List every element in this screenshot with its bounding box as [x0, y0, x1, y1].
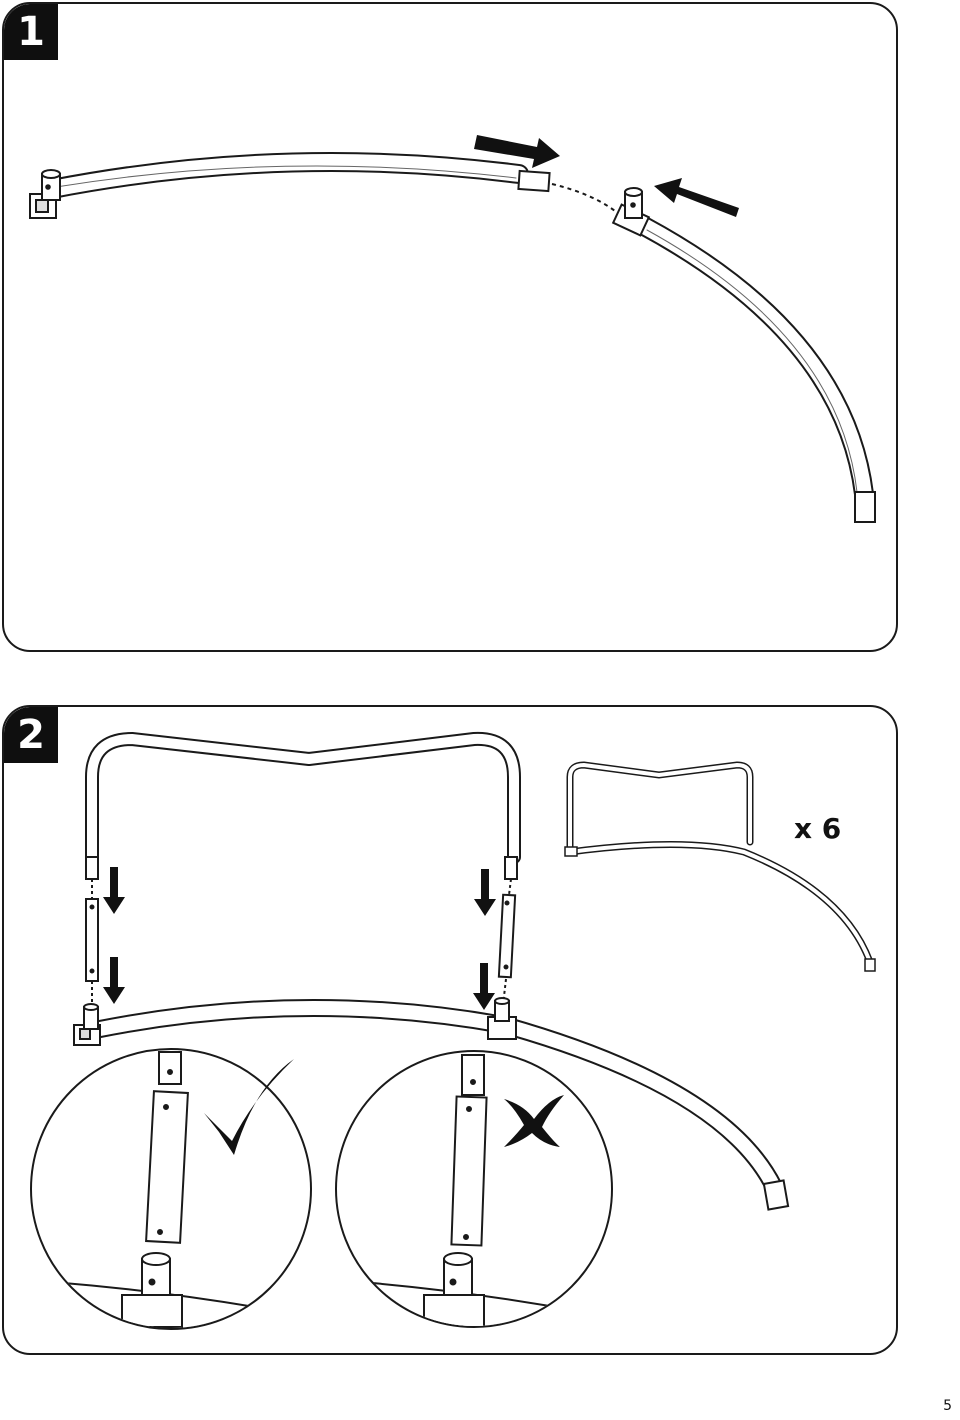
- arrow-icon: [474, 869, 496, 916]
- assembled-frame-reference: [564, 761, 876, 972]
- tube-end-cap: [762, 1179, 790, 1211]
- tube-end-cap: [854, 491, 876, 523]
- cross-icon: [504, 1095, 564, 1147]
- step-2-illustration: [30, 731, 876, 1330]
- pole-segment-right: [497, 856, 518, 1006]
- arrow-icon: [103, 957, 125, 1004]
- arrow-icon: [103, 867, 125, 914]
- t-connector-left: [29, 169, 61, 219]
- step-1-panel: 1: [2, 2, 898, 652]
- t-connector-middle: [487, 997, 517, 1040]
- curved-tube-left: [42, 152, 529, 199]
- quantity-label: x 6: [794, 812, 842, 845]
- arrow-icon: [654, 178, 739, 217]
- detail-circle-correct: [30, 1048, 312, 1330]
- arrow-icon: [474, 135, 560, 168]
- u-frame: [85, 731, 521, 864]
- tube-sleeve: [517, 169, 551, 193]
- page-number: 5: [943, 1398, 952, 1414]
- pole-segment-left: [85, 856, 99, 1007]
- alignment-guide: [551, 183, 620, 215]
- step-2-panel: 2 x 6: [2, 705, 898, 1355]
- step-1-illustration: [29, 135, 876, 523]
- t-connector-left: [73, 1003, 101, 1046]
- arrow-icon: [473, 963, 495, 1010]
- detail-circle-incorrect: [335, 1050, 613, 1328]
- curved-tube-right: [634, 216, 874, 504]
- t-connector-right: [611, 187, 651, 237]
- step-number-badge: 1: [4, 4, 58, 60]
- step-number-badge: 2: [4, 707, 58, 763]
